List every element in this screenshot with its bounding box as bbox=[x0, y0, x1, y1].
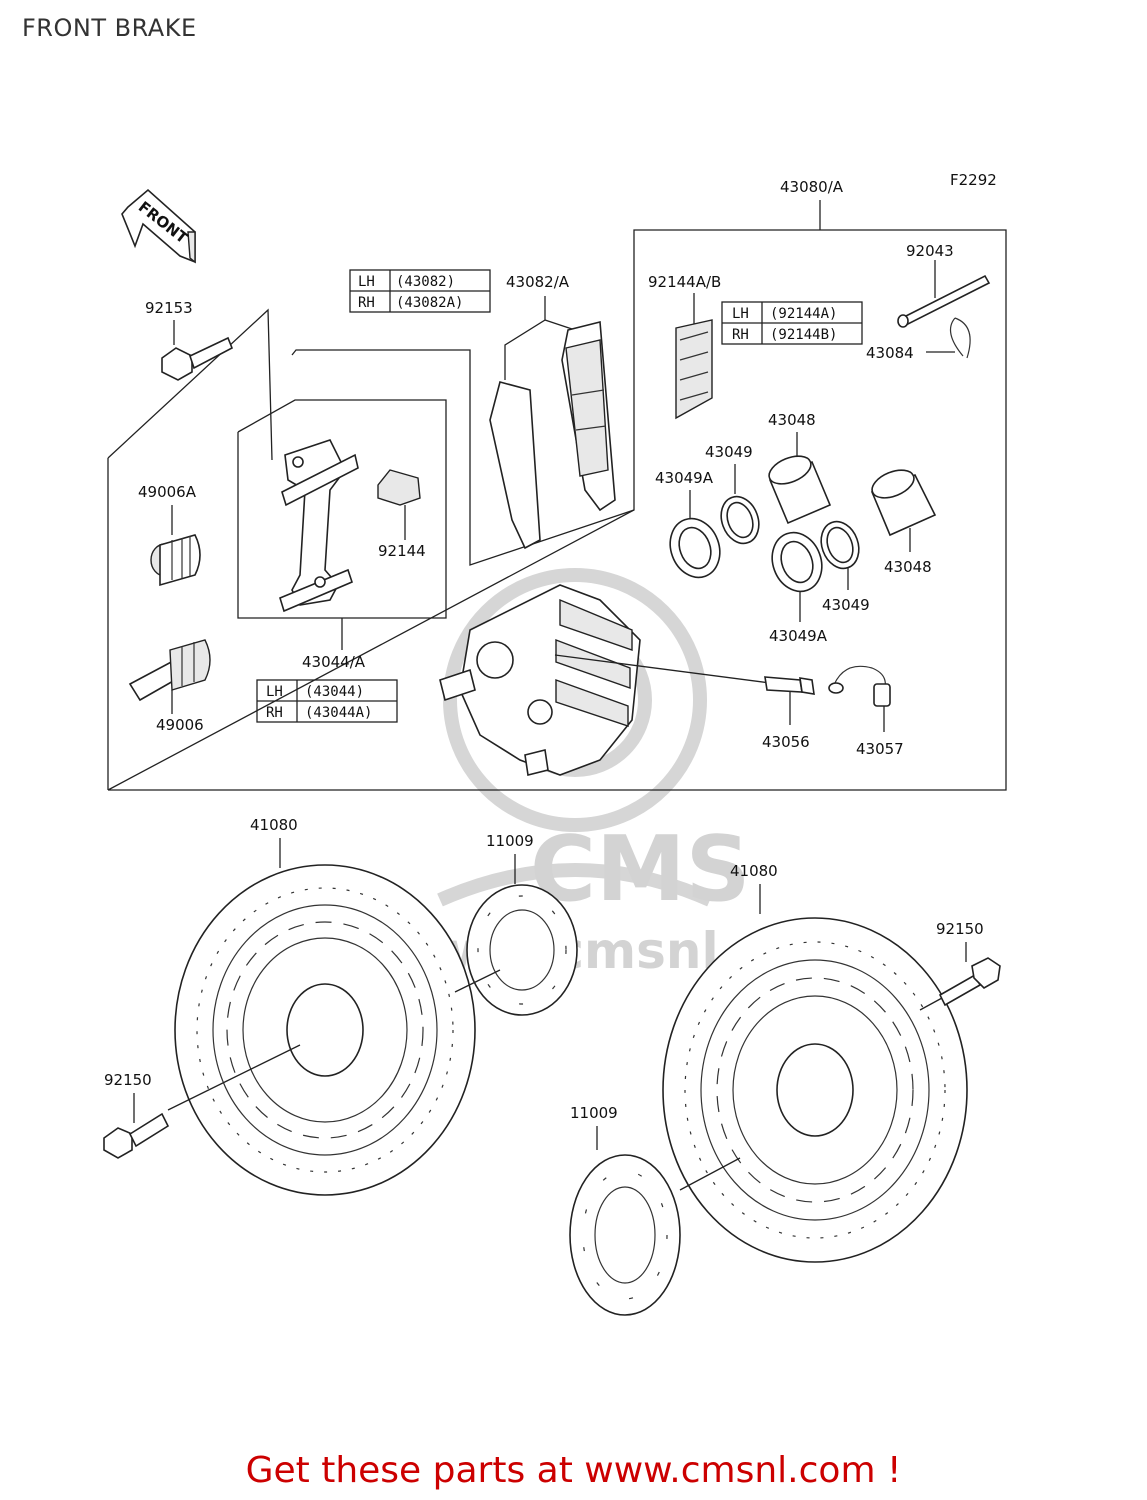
disc-shim-bottom-part bbox=[569, 1154, 681, 1316]
label-43057: 43057 bbox=[856, 740, 904, 758]
label-43048-top: 43048 bbox=[768, 411, 816, 429]
label-41080-left: 41080 bbox=[250, 816, 298, 834]
slide-pin-part bbox=[897, 260, 991, 328]
spring-table-lh-code: (92144A) bbox=[770, 306, 837, 322]
caliper-body-part bbox=[439, 584, 641, 776]
label-43049-bottom: 43049 bbox=[822, 596, 870, 614]
label-92144a-b: 92144A/B bbox=[648, 273, 721, 291]
label-43049a-bottom: 43049A bbox=[769, 627, 828, 645]
caliper-bracket-part bbox=[279, 439, 359, 613]
seal-top-part bbox=[720, 495, 760, 545]
pads-table-lh: LH bbox=[358, 274, 375, 290]
label-43044-a: 43044/A bbox=[302, 653, 366, 671]
brake-disc-left-part bbox=[174, 864, 476, 1196]
label-11009-top: 11009 bbox=[486, 832, 534, 850]
label-92043: 92043 bbox=[906, 242, 954, 260]
label-49006a: 49006A bbox=[138, 483, 197, 501]
label-92150-left: 92150 bbox=[104, 1071, 152, 1089]
dust-seal-top-part bbox=[669, 517, 721, 579]
pads-table-lh-code: (43082) bbox=[396, 274, 455, 290]
spring-table-rh: RH bbox=[732, 327, 749, 343]
label-43048-right: 43048 bbox=[884, 558, 932, 576]
label-11009-bottom: 11009 bbox=[570, 1104, 618, 1122]
disc-shim-top-part bbox=[466, 884, 578, 1016]
piston-right-part bbox=[870, 469, 937, 537]
label-43080-a: 43080/A bbox=[780, 178, 844, 196]
guide-pin-boot-part bbox=[128, 639, 211, 702]
label-41080-right: 41080 bbox=[730, 862, 778, 880]
bracket-table-lh: LH bbox=[266, 684, 283, 700]
label-43056: 43056 bbox=[762, 733, 810, 751]
mounting-bolt-part bbox=[161, 336, 234, 381]
page-title: FRONT BRAKE bbox=[22, 14, 197, 42]
seal-bottom-part bbox=[820, 520, 860, 570]
bracket-lh-rh-table: LH (43044) RH (43044A) bbox=[256, 679, 398, 723]
spring-lh-rh-table: LH (92144A) RH (92144B) bbox=[721, 301, 863, 345]
label-92150-right: 92150 bbox=[936, 920, 984, 938]
pad-spring-plate-part bbox=[675, 319, 713, 420]
dust-seal-bottom-part bbox=[771, 531, 823, 593]
pads-table-rh: RH bbox=[358, 295, 375, 311]
pads-table-rh-code: (43082A) bbox=[396, 295, 463, 311]
promo-banner: Get these parts at www.cmsnl.com ! bbox=[245, 1450, 902, 1491]
disc-bolt-right-part bbox=[938, 957, 1001, 1007]
front-direction-icon: FRONT bbox=[121, 188, 196, 264]
brake-disc-right-part bbox=[662, 917, 968, 1263]
diagram-code: F2292 bbox=[950, 171, 997, 189]
clip-part bbox=[926, 317, 971, 359]
bracket-table-lh-code: (43044) bbox=[305, 684, 364, 700]
spring-table-lh: LH bbox=[732, 306, 749, 322]
anti-rattle-spring-part bbox=[377, 469, 421, 506]
label-43049a-top: 43049A bbox=[655, 469, 714, 487]
piston-top-part bbox=[768, 455, 832, 525]
label-49006: 49006 bbox=[156, 716, 204, 734]
bleeder-valve-part bbox=[764, 676, 815, 695]
dust-boot-part bbox=[150, 534, 201, 587]
bleeder-cap-part bbox=[828, 665, 891, 707]
disc-bolt-left-part bbox=[103, 1112, 170, 1159]
label-92153: 92153 bbox=[145, 299, 193, 317]
brake-pad-part bbox=[489, 320, 616, 550]
label-92144: 92144 bbox=[378, 542, 426, 560]
bracket-table-rh-code: (43044A) bbox=[305, 705, 372, 721]
label-43049-top: 43049 bbox=[705, 443, 753, 461]
label-43082-a: 43082/A bbox=[506, 273, 570, 291]
spring-table-rh-code: (92144B) bbox=[770, 327, 837, 343]
bracket-table-rh: RH bbox=[266, 705, 283, 721]
pads-lh-rh-table: LH (43082) RH (43082A) bbox=[349, 269, 491, 313]
watermark-brand: CMS bbox=[530, 817, 750, 922]
label-43084: 43084 bbox=[866, 344, 914, 362]
